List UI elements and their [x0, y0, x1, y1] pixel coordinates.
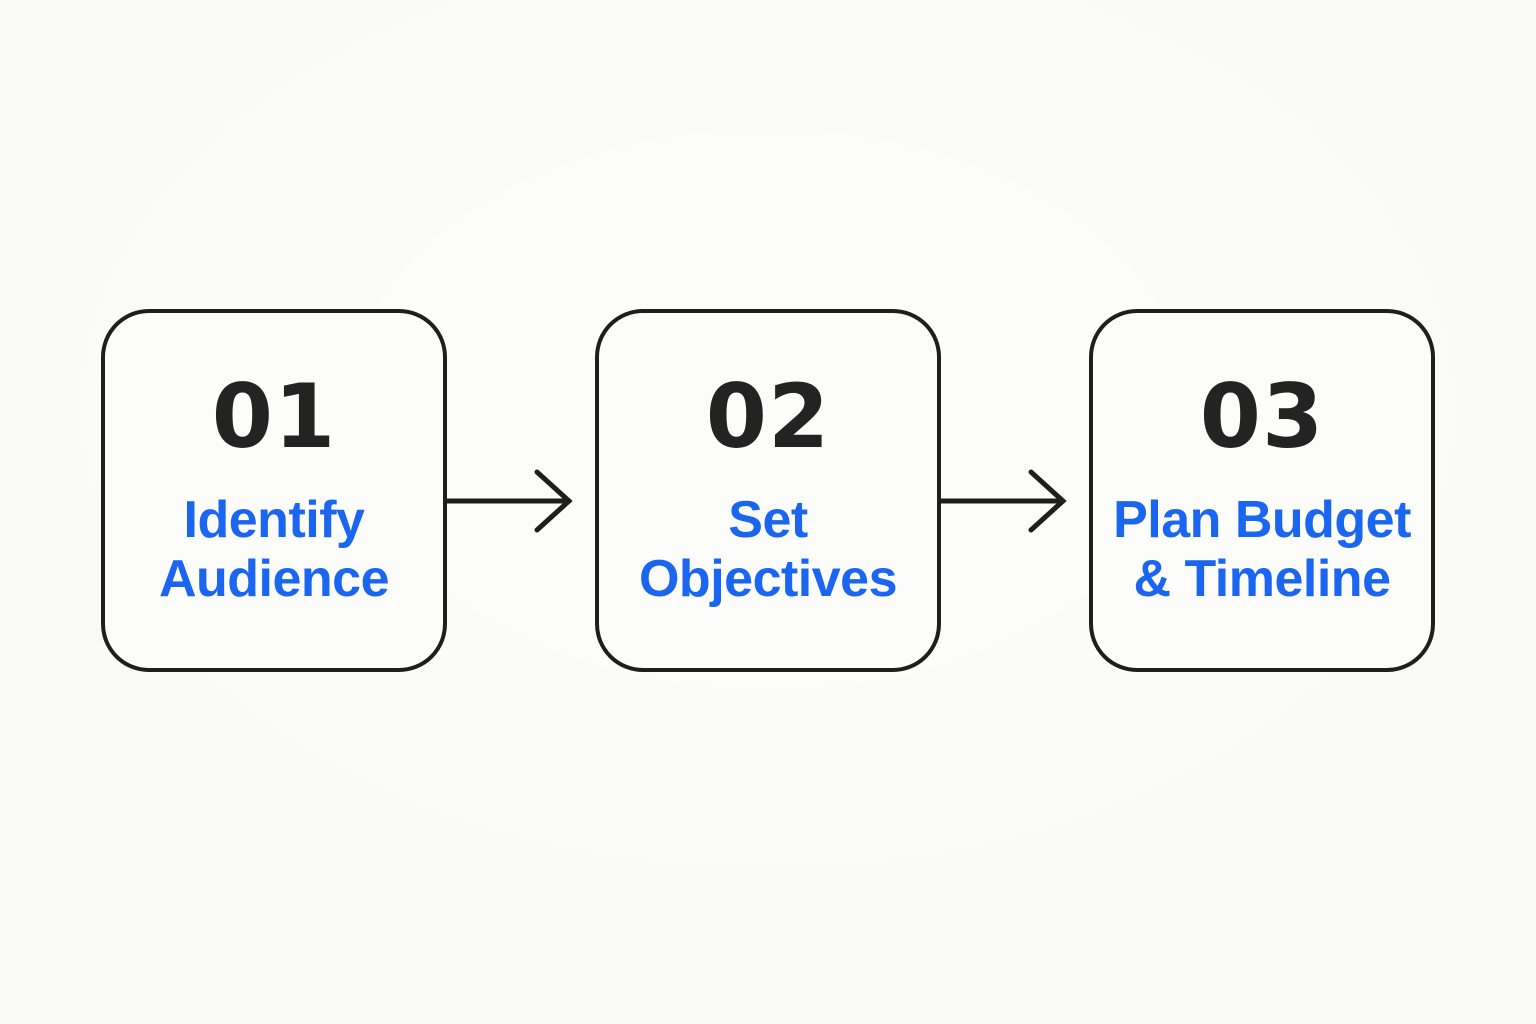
step-card-1: 01 Identify Audience — [101, 309, 447, 672]
step-card-2: 02 Set Objectives — [595, 309, 941, 672]
arrow-right-icon — [941, 469, 1067, 532]
step-label-line2: & Timeline — [1133, 549, 1391, 608]
step-label-line1: Plan Budget — [1113, 490, 1411, 549]
step-label-line2: Audience — [158, 549, 390, 608]
step-label-line1: Identify — [183, 490, 365, 549]
step-number: 01 — [211, 364, 337, 468]
step-label-line2: Objectives — [638, 549, 898, 608]
step-card-3: 03 Plan Budget & Timeline — [1089, 309, 1435, 672]
arrow-right-icon — [447, 469, 573, 532]
step-number: 03 — [1199, 364, 1325, 468]
connector-2 — [941, 309, 1089, 672]
step-label: Identify Audience — [158, 490, 390, 609]
step-label-line1: Set — [728, 490, 808, 549]
step-label: Plan Budget & Timeline — [1113, 491, 1411, 609]
step-label: Set Objectives — [638, 490, 898, 609]
connector-1 — [447, 309, 595, 672]
flow-row: 01 Identify Audience 02 Set Objectives — [0, 309, 1536, 672]
step-number: 02 — [705, 364, 831, 468]
